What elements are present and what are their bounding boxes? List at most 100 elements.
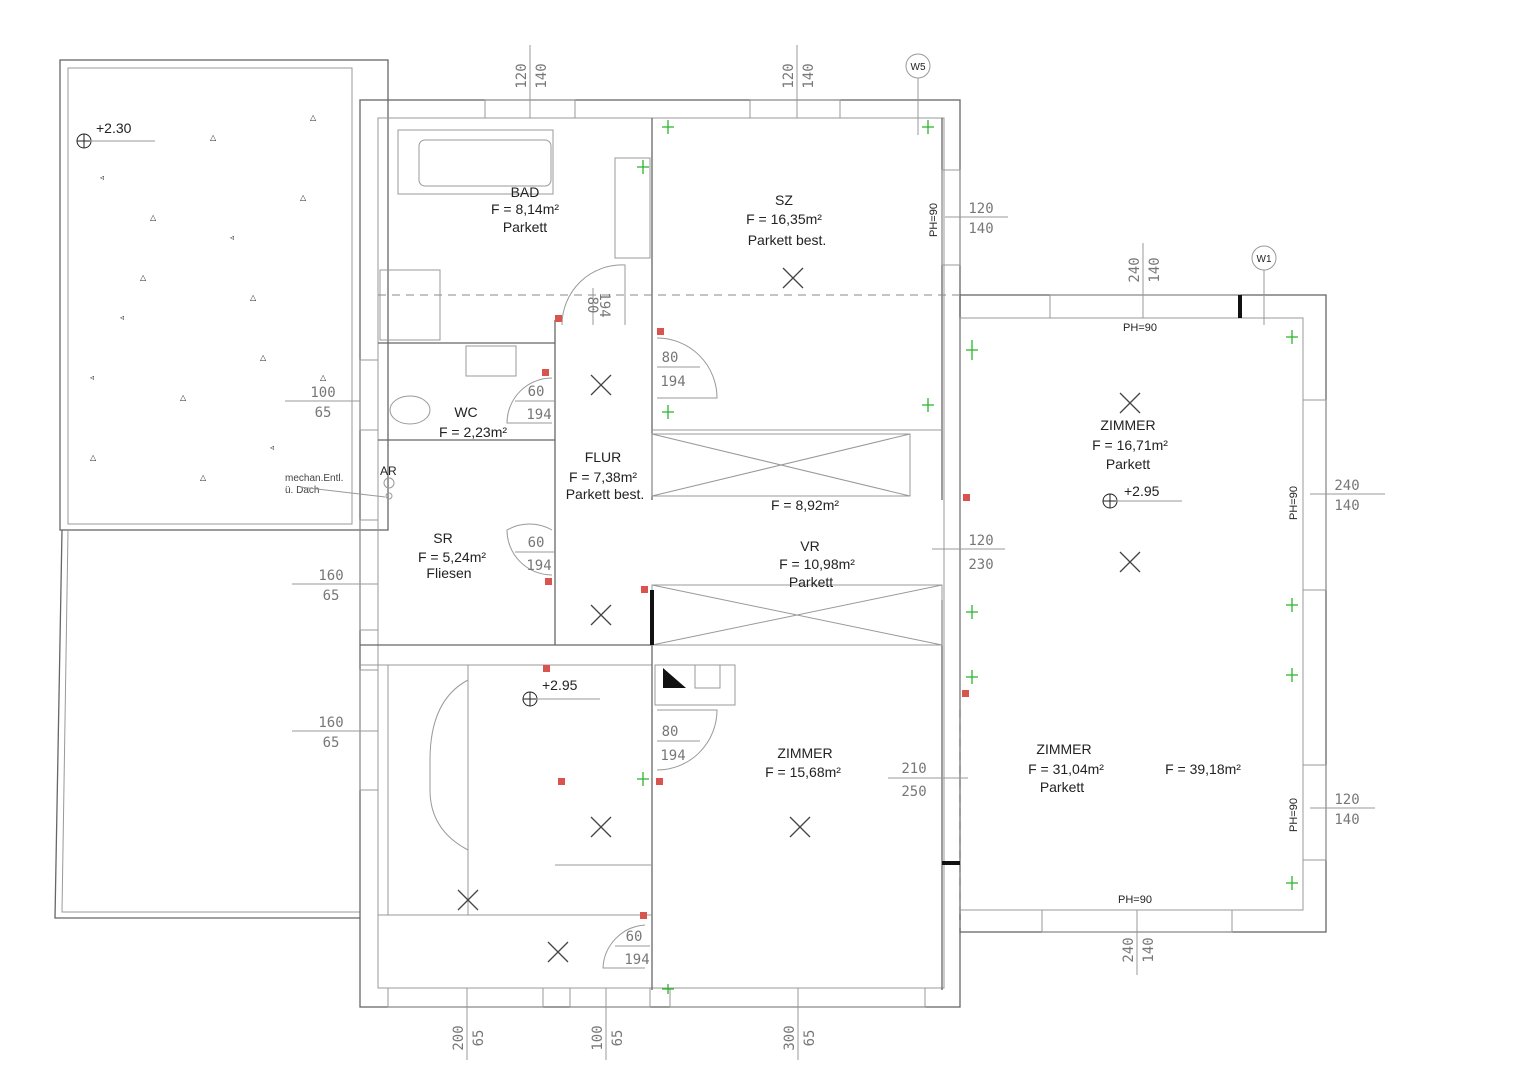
dimension-value: 60 (528, 384, 545, 400)
dimension-value: 65 (323, 588, 340, 604)
terrace: ◃△△△ ◃△△△ ◃△◃△ △△◃△ (59, 59, 389, 531)
dimension-value: F = 2,23m² (439, 424, 507, 440)
room-bad: BAD F = 8,14m² Parkett (491, 184, 559, 235)
dimension-value: 120 (781, 63, 797, 88)
dimension-value: 80 (662, 350, 679, 366)
dimension-value: SZ (775, 192, 793, 208)
dimension-value: 160 (318, 715, 343, 731)
dim-door-sz: 80 194 (657, 350, 700, 390)
dimension-value: VR (800, 538, 819, 554)
room-flur: FLUR F = 7,38m² Parkett best. (566, 449, 645, 502)
dimension-value: 300 (782, 1025, 798, 1050)
dimension-value: 140 (1147, 257, 1163, 282)
dimension-value: 240 (1121, 937, 1137, 962)
parapet-bottom: PH=90 (1118, 894, 1152, 906)
dimension-value: △ (250, 293, 257, 302)
dimension-value: 240 (1127, 257, 1143, 282)
dimension-value: 194 (660, 748, 685, 764)
dimension-value: 194 (526, 407, 551, 423)
level-marker-room: +2.95 (1102, 483, 1182, 509)
dimension-value: 65 (323, 735, 340, 751)
dimension-value: Parkett (1040, 779, 1084, 795)
dimension-value: 194 (596, 292, 612, 317)
dimension-value: 100 (310, 385, 335, 401)
dimension-value: F = 31,04m² (1028, 761, 1104, 777)
dimension-value: BAD (511, 184, 540, 200)
parapet-right-2: PH=90 (1288, 798, 1300, 832)
note-vent-roof: ü. Dach (285, 485, 319, 496)
dimension-value: 80 (662, 724, 679, 740)
dimension-value: △ (140, 273, 147, 282)
doors (506, 264, 718, 969)
dimension-value: 200 (451, 1025, 467, 1050)
dimension-value: △ (150, 213, 157, 222)
room-vr: VR F = 10,98m² Parkett (779, 538, 855, 590)
dimension-value: W1 (1257, 254, 1272, 265)
windows (359, 99, 1327, 1008)
dimension-value: Parkett (1106, 456, 1150, 472)
axis-marker-w5: W5 (905, 53, 931, 135)
dimension-value: 65 (315, 405, 332, 421)
dimension-value: ◃ (100, 173, 104, 182)
dimension-value: F = 16,71m² (1092, 437, 1168, 453)
level-marker-terrace: +2.30 (76, 120, 155, 149)
dimension-value: F = 8,14m² (491, 201, 559, 217)
dimension-value: SR (433, 530, 452, 546)
dimension-value: Fliesen (426, 565, 471, 581)
lower-left-terrace (54, 529, 360, 919)
dim-door-zimmer: 80 194 (657, 724, 700, 764)
note-ar: AR (380, 464, 397, 478)
dimension-value: 140 (801, 63, 817, 88)
dimension-value: △ (90, 453, 97, 462)
dimension-value: F = 39,18m² (1165, 761, 1241, 777)
dimension-value: 140 (534, 63, 550, 88)
dimension-value: 230 (968, 557, 993, 573)
dimension-value: ◃ (90, 373, 94, 382)
dimension-value: △ (200, 473, 207, 482)
room-zimmer-ne: ZIMMER F = 16,71m² Parkett (1092, 417, 1168, 472)
dimension-value: 194 (660, 374, 685, 390)
dimension-value: Parkett best. (566, 486, 645, 502)
dimension-value: 140 (968, 221, 993, 237)
dimension-value: ◃ (270, 443, 274, 452)
dimension-value: 120 (1334, 792, 1359, 808)
dimension-value: Parkett best. (748, 232, 827, 248)
dimension-value: F = 5,24m² (418, 549, 486, 565)
dimension-value: W5 (911, 62, 926, 73)
dimension-value: F = 15,68m² (765, 764, 841, 780)
dimension-value: △ (320, 373, 327, 382)
room-zimmer-s: ZIMMER F = 15,68m² (765, 745, 841, 780)
dimension-value: 140 (1334, 498, 1359, 514)
dimension-value: 194 (526, 558, 551, 574)
dimension-value: FLUR (585, 449, 622, 465)
door-contacts (542, 315, 970, 919)
wardrobe-area: F = 8,92m² (771, 497, 839, 513)
parapet-sz: PH=90 (928, 203, 940, 237)
dimension-value: ◃ (120, 313, 124, 322)
room-sz: SZ F = 16,35m² Parkett best. (746, 192, 826, 248)
note-vent: mechan.Entl. (285, 473, 343, 484)
dimension-value: ZIMMER (1036, 741, 1091, 757)
dimension-value: △ (260, 353, 267, 362)
dimension-value: 60 (528, 535, 545, 551)
level-label: +2.30 (96, 120, 132, 136)
dimension-value: △ (300, 193, 307, 202)
dimension-value: ZIMMER (777, 745, 832, 761)
dimension-value: ZIMMER (1100, 417, 1155, 433)
